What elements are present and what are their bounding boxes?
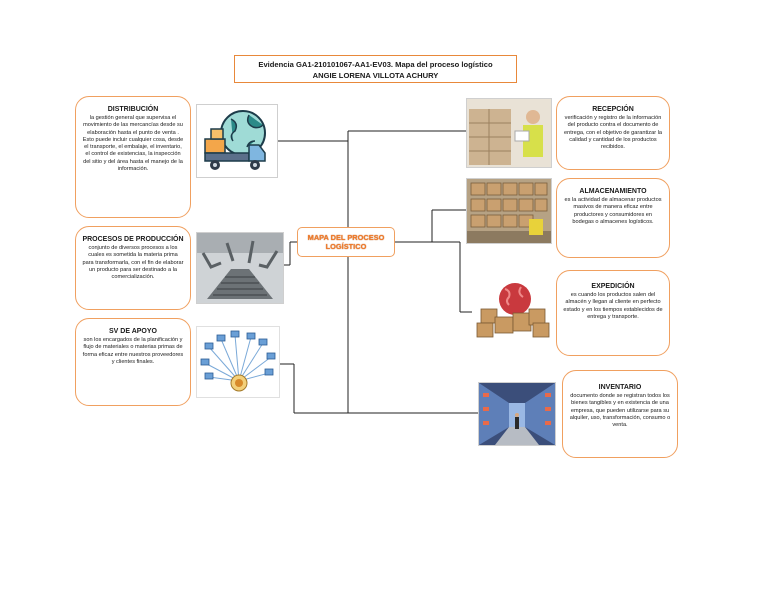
card-title: INVENTARIO — [598, 384, 642, 391]
network-hub-icon — [196, 326, 280, 398]
card-apoyo: SV DE APOYO son los encargados de la pla… — [75, 318, 191, 406]
card-distribucion: DISTRIBUCIÓN la gestión general que supe… — [75, 96, 191, 218]
card-title: SV DE APOYO — [109, 328, 157, 335]
title-line-1: Evidencia GA1-210101067-AA1-EV03. Mapa d… — [258, 60, 493, 69]
card-text: son los encargados de la planificación y… — [82, 337, 184, 365]
globe-boxes-image — [472, 278, 554, 342]
center-node: MAPA DEL PROCESO LOGÍSTICO — [297, 227, 395, 257]
warehouse-shelves-image — [466, 178, 552, 244]
card-title: ALMACENAMIENTO — [579, 188, 647, 195]
card-text: la gestión general que supervisa el movi… — [82, 115, 184, 173]
warehouse-aisle-image — [478, 382, 556, 446]
card-title: RECEPCIÓN — [592, 106, 634, 113]
delivery-truck-globe-icon — [196, 104, 278, 178]
card-title: DISTRIBUCIÓN — [107, 106, 159, 113]
card-expedicion: EXPEDICIÓN es cuando los productos salen… — [556, 270, 670, 356]
card-almacenamiento: ALMACENAMIENTO es la actividad de almace… — [556, 178, 670, 258]
factory-conveyor-image — [196, 232, 284, 304]
card-recepcion: RECEPCIÓN verificación y registro de la … — [556, 96, 670, 170]
card-produccion: PROCESOS DE PRODUCCIÓN conjunto de diver… — [75, 226, 191, 310]
title-line-2: ANGIE LORENA VILLOTA ACHURY — [312, 71, 439, 80]
worker-boxes-image — [466, 98, 552, 168]
card-title: PROCESOS DE PRODUCCIÓN — [82, 236, 184, 243]
document-title: Evidencia GA1-210101067-AA1-EV03. Mapa d… — [234, 55, 517, 83]
card-inventario: INVENTARIO documento donde se registran … — [562, 370, 678, 458]
card-text: verificación y registro de la informació… — [564, 115, 662, 151]
card-text: conjunto de diversos procesos a los cual… — [82, 245, 184, 281]
card-text: documento donde se registran todos los b… — [569, 393, 671, 429]
card-title: EXPEDICIÓN — [591, 283, 635, 290]
card-text: es la actividad de almacenar productos m… — [564, 197, 662, 225]
card-text: es cuando los productos salen del almacé… — [563, 292, 663, 320]
